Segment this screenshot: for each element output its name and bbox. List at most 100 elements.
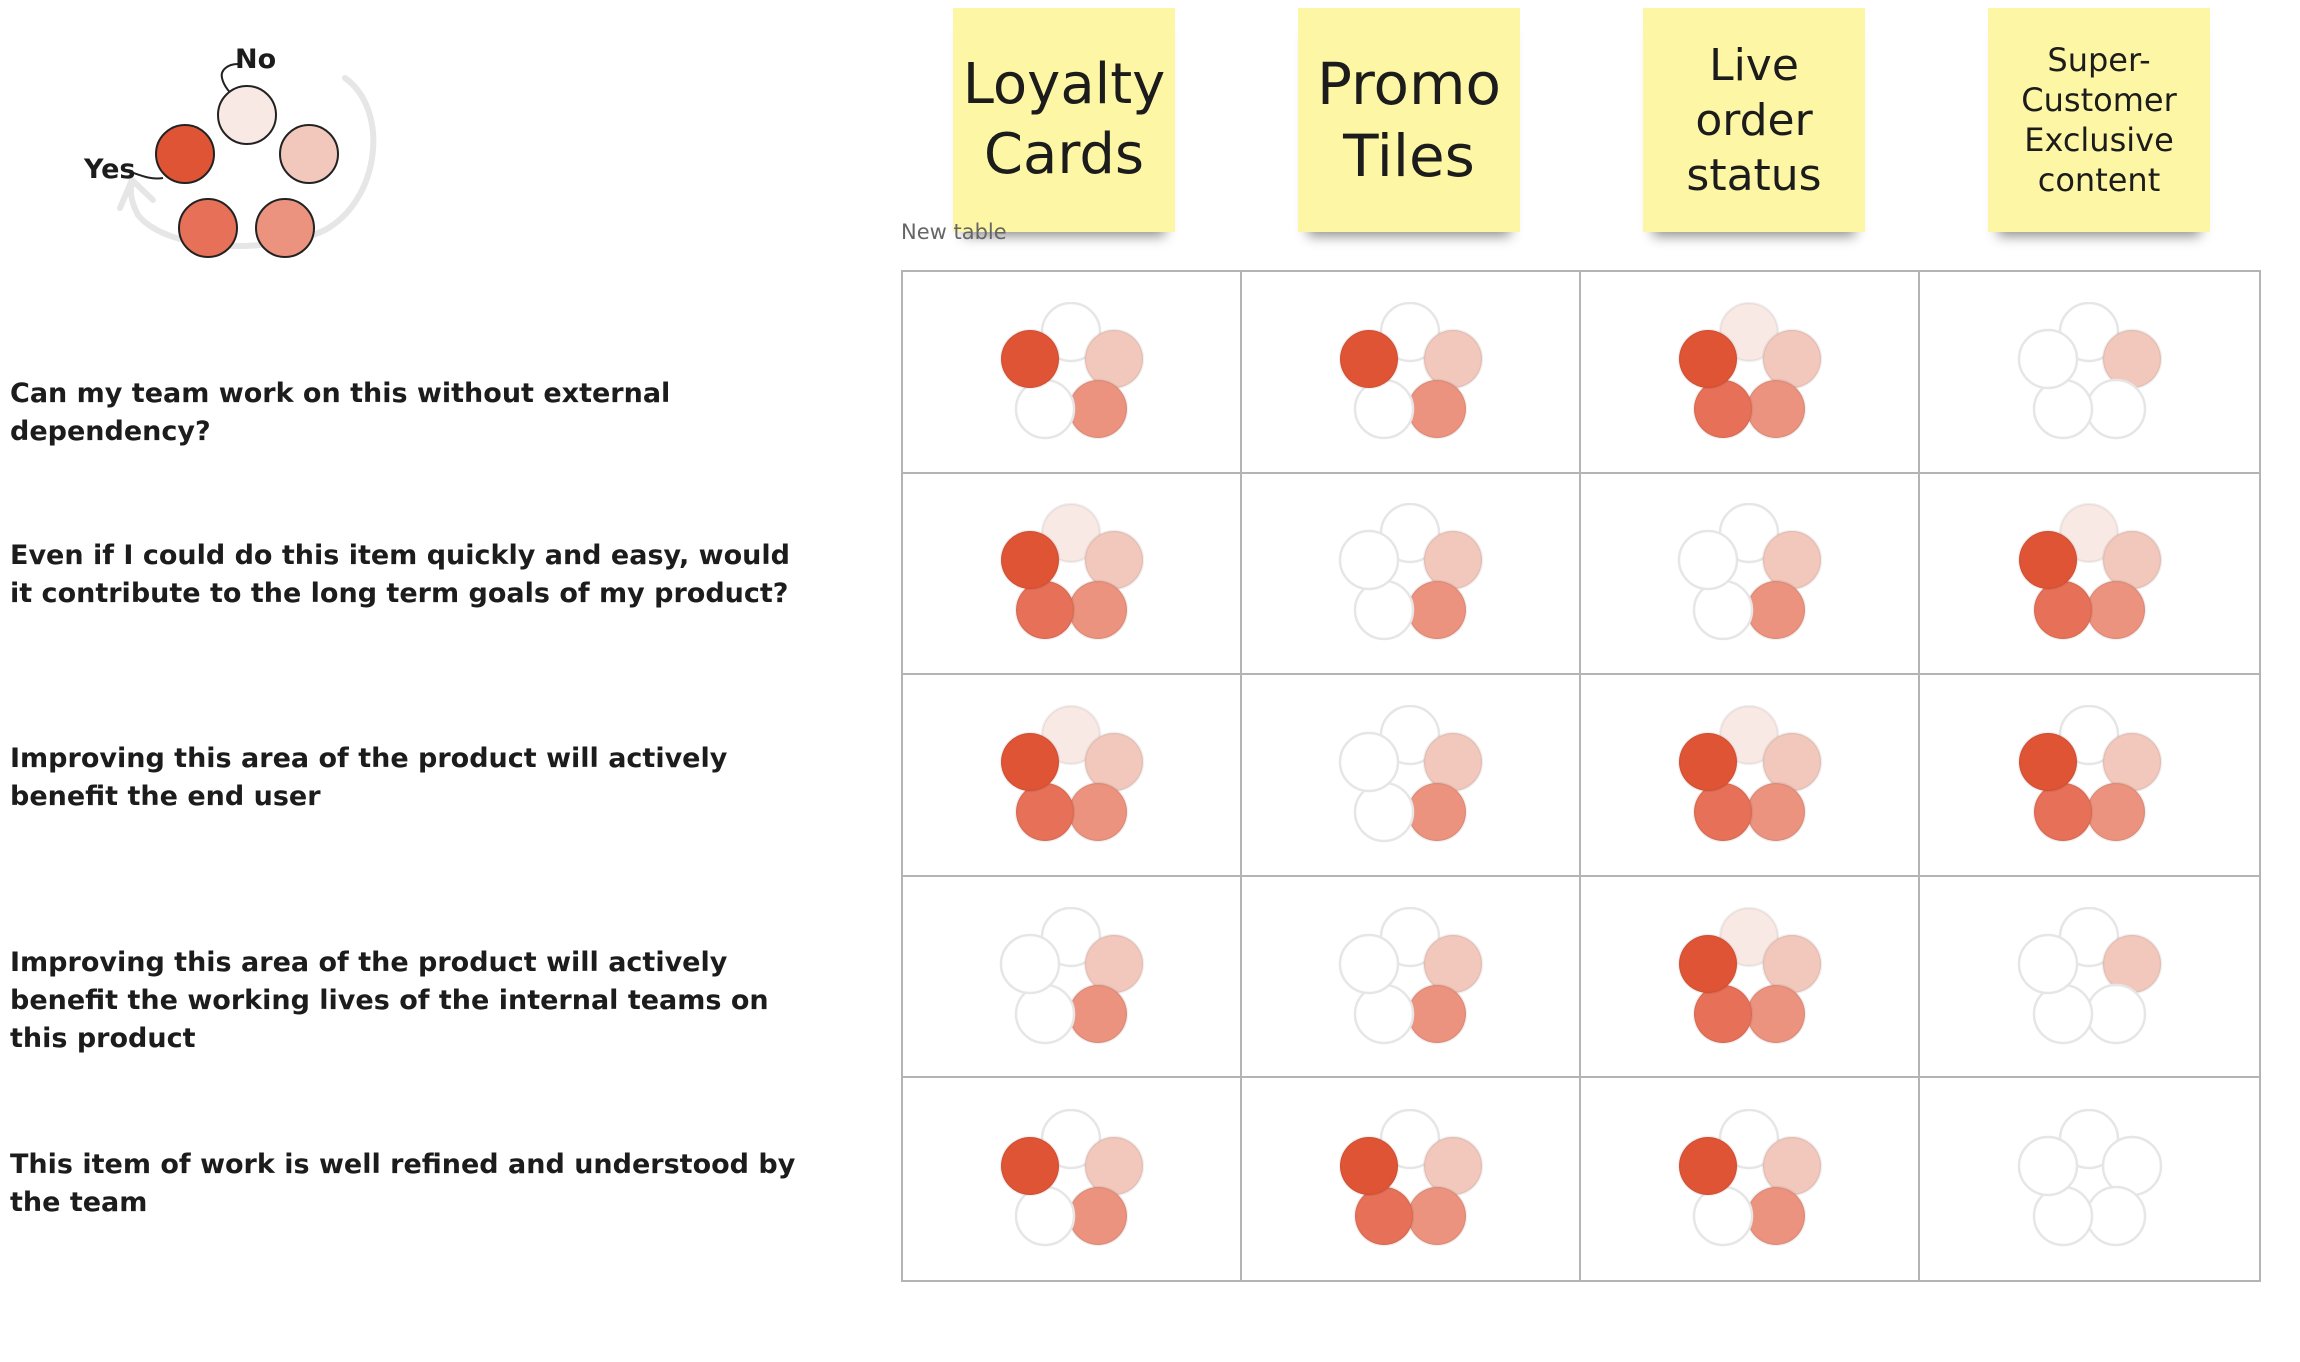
vote-dot-left-empty[interactable]: [1338, 530, 1399, 591]
vote-dot-bottom-right-filled[interactable]: [1745, 1185, 1806, 1247]
vote-dot-top-empty[interactable]: [1040, 301, 1101, 363]
vote-cell[interactable]: [903, 675, 1242, 877]
vote-dot-bottom-right-filled[interactable]: [1406, 983, 1467, 1044]
voting-table[interactable]: [901, 270, 2261, 1282]
sticky-note-label: Loyalty Cards: [962, 52, 1166, 187]
vote-dot-top-filled[interactable]: [1040, 503, 1101, 564]
vote-dot-bottom-right-filled[interactable]: [2085, 781, 2146, 843]
vote-dot-bottom-right-filled[interactable]: [1745, 580, 1806, 641]
vote-dot-bottom-right-empty[interactable]: [2085, 378, 2146, 440]
vote-dot-bottom-right-filled[interactable]: [2085, 580, 2146, 641]
vote-dot-left-filled[interactable]: [1677, 933, 1738, 994]
vote-dot-bottom-right-filled[interactable]: [1067, 781, 1128, 843]
question-row-1: Can my team work on this without externa…: [10, 378, 671, 447]
vote-dots: [999, 704, 1144, 843]
vote-dot-top-empty[interactable]: [2058, 704, 2119, 766]
table-caption: New table: [901, 220, 1007, 244]
vote-dot-left-empty[interactable]: [2017, 933, 2078, 994]
vote-dot-bottom-right-filled[interactable]: [1067, 580, 1128, 641]
vote-dot-left-empty[interactable]: [1338, 933, 1399, 994]
sticky-note-super-customer-content[interactable]: Super- Customer Exclusive content: [1988, 8, 2210, 232]
vote-dot-top-filled[interactable]: [1718, 906, 1779, 967]
vote-dots: [2017, 704, 2162, 843]
vote-dot-left-filled[interactable]: [2017, 731, 2078, 793]
vote-dots: [999, 1109, 1144, 1247]
vote-dot-bottom-right-filled[interactable]: [1745, 378, 1806, 440]
vote-cell[interactable]: [1920, 877, 2259, 1079]
vote-cell[interactable]: [1242, 876, 1581, 1079]
vote-dot-bottom-right-empty[interactable]: [2085, 983, 2146, 1044]
vote-dot-top-empty[interactable]: [1718, 1109, 1779, 1170]
vote-dot-left-filled[interactable]: [1677, 328, 1738, 390]
vote-cell[interactable]: [903, 876, 1242, 1079]
vote-dot-bottom-right-filled[interactable]: [1406, 378, 1467, 440]
vote-cell[interactable]: [903, 1078, 1242, 1280]
vote-dot-bottom-right-filled[interactable]: [1067, 983, 1128, 1044]
vote-dot-left-filled[interactable]: [2017, 530, 2078, 591]
vote-dot-left-empty[interactable]: [1677, 530, 1738, 591]
vote-cell[interactable]: [1920, 675, 2259, 877]
vote-cell[interactable]: [1242, 473, 1581, 676]
vote-dots: [1677, 503, 1822, 641]
vote-dots: [1338, 301, 1483, 440]
sticky-note-live-order-status[interactable]: Live order status: [1643, 8, 1865, 232]
vote-dots: [1338, 704, 1483, 843]
vote-dot-bottom-right-filled[interactable]: [1745, 781, 1806, 843]
vote-dot-left-filled[interactable]: [1677, 1135, 1738, 1197]
vote-dots: [1677, 906, 1822, 1044]
vote-dot-left-filled[interactable]: [999, 530, 1060, 591]
sticky-note-promo-tiles[interactable]: Promo Tiles: [1298, 8, 1520, 232]
vote-dot-left-filled[interactable]: [999, 328, 1060, 390]
vote-cell[interactable]: [1242, 675, 1581, 877]
legend-yes-label: Yes: [84, 154, 136, 185]
vote-dot-bottom-right-filled[interactable]: [1067, 1185, 1128, 1247]
sticky-note-label: Live order status: [1686, 39, 1822, 201]
vote-cell[interactable]: [1581, 473, 1920, 676]
vote-cell[interactable]: [903, 473, 1242, 676]
loop-arrowhead: [117, 177, 156, 211]
vote-cell[interactable]: [1581, 1078, 1920, 1280]
vote-cell[interactable]: [1581, 675, 1920, 877]
vote-dot-top-filled[interactable]: [2058, 503, 2119, 564]
vote-cell[interactable]: [1920, 474, 2259, 676]
vote-dots: [2017, 1109, 2162, 1247]
vote-dot-bottom-right-filled[interactable]: [1406, 1185, 1467, 1247]
vote-dot-left-empty[interactable]: [2017, 328, 2078, 390]
vote-dot-top-filled[interactable]: [1718, 704, 1779, 766]
vote-dot-bottom-right-filled[interactable]: [1067, 378, 1128, 440]
vote-dot-left-filled[interactable]: [1338, 328, 1399, 390]
vote-dot-top-empty[interactable]: [1040, 1109, 1101, 1170]
vote-dot-left-filled[interactable]: [999, 1135, 1060, 1197]
vote-dots: [2017, 503, 2162, 641]
vote-cell[interactable]: [903, 272, 1242, 474]
vote-cell[interactable]: [1242, 1078, 1581, 1280]
vote-dot-bottom-right-filled[interactable]: [1745, 983, 1806, 1044]
vote-dot-top-filled[interactable]: [1040, 704, 1101, 766]
vote-dot-left-empty[interactable]: [2017, 1135, 2078, 1197]
vote-dot-bottom-right-empty[interactable]: [2085, 1185, 2146, 1247]
vote-dot-bottom-right-filled[interactable]: [1406, 580, 1467, 641]
vote-cell[interactable]: [1920, 272, 2259, 474]
sticky-note-label: Promo Tiles: [1317, 49, 1501, 191]
vote-dot-left-filled[interactable]: [1677, 731, 1738, 793]
vote-dot-top-filled[interactable]: [1718, 301, 1779, 363]
vote-dot-left-empty[interactable]: [1338, 731, 1399, 793]
question-row-2: Even if I could do this item quickly and…: [10, 540, 790, 609]
vote-dot-top-empty[interactable]: [1379, 301, 1440, 363]
yes-connector: [127, 170, 164, 180]
vote-dot-left-filled[interactable]: [999, 731, 1060, 793]
legend-no-label: No: [235, 44, 277, 75]
question-row-4: Improving this area of the product will …: [10, 947, 769, 1054]
vote-cell[interactable]: [1581, 876, 1920, 1079]
vote-dot-top-empty[interactable]: [1379, 1109, 1440, 1170]
vote-dot-left-filled[interactable]: [1338, 1135, 1399, 1197]
vote-dot-left-empty[interactable]: [999, 933, 1060, 994]
vote-dots: [2017, 906, 2162, 1044]
sticky-note-loyalty-cards[interactable]: Loyalty Cards: [953, 8, 1175, 232]
vote-cell[interactable]: [1920, 1078, 2259, 1280]
vote-cell[interactable]: [1581, 272, 1920, 474]
vote-dot-bottom-right-filled[interactable]: [1406, 781, 1467, 843]
vote-cell[interactable]: [1242, 272, 1581, 474]
vote-legend: No Yes: [60, 30, 400, 290]
vote-dots: [999, 906, 1144, 1044]
